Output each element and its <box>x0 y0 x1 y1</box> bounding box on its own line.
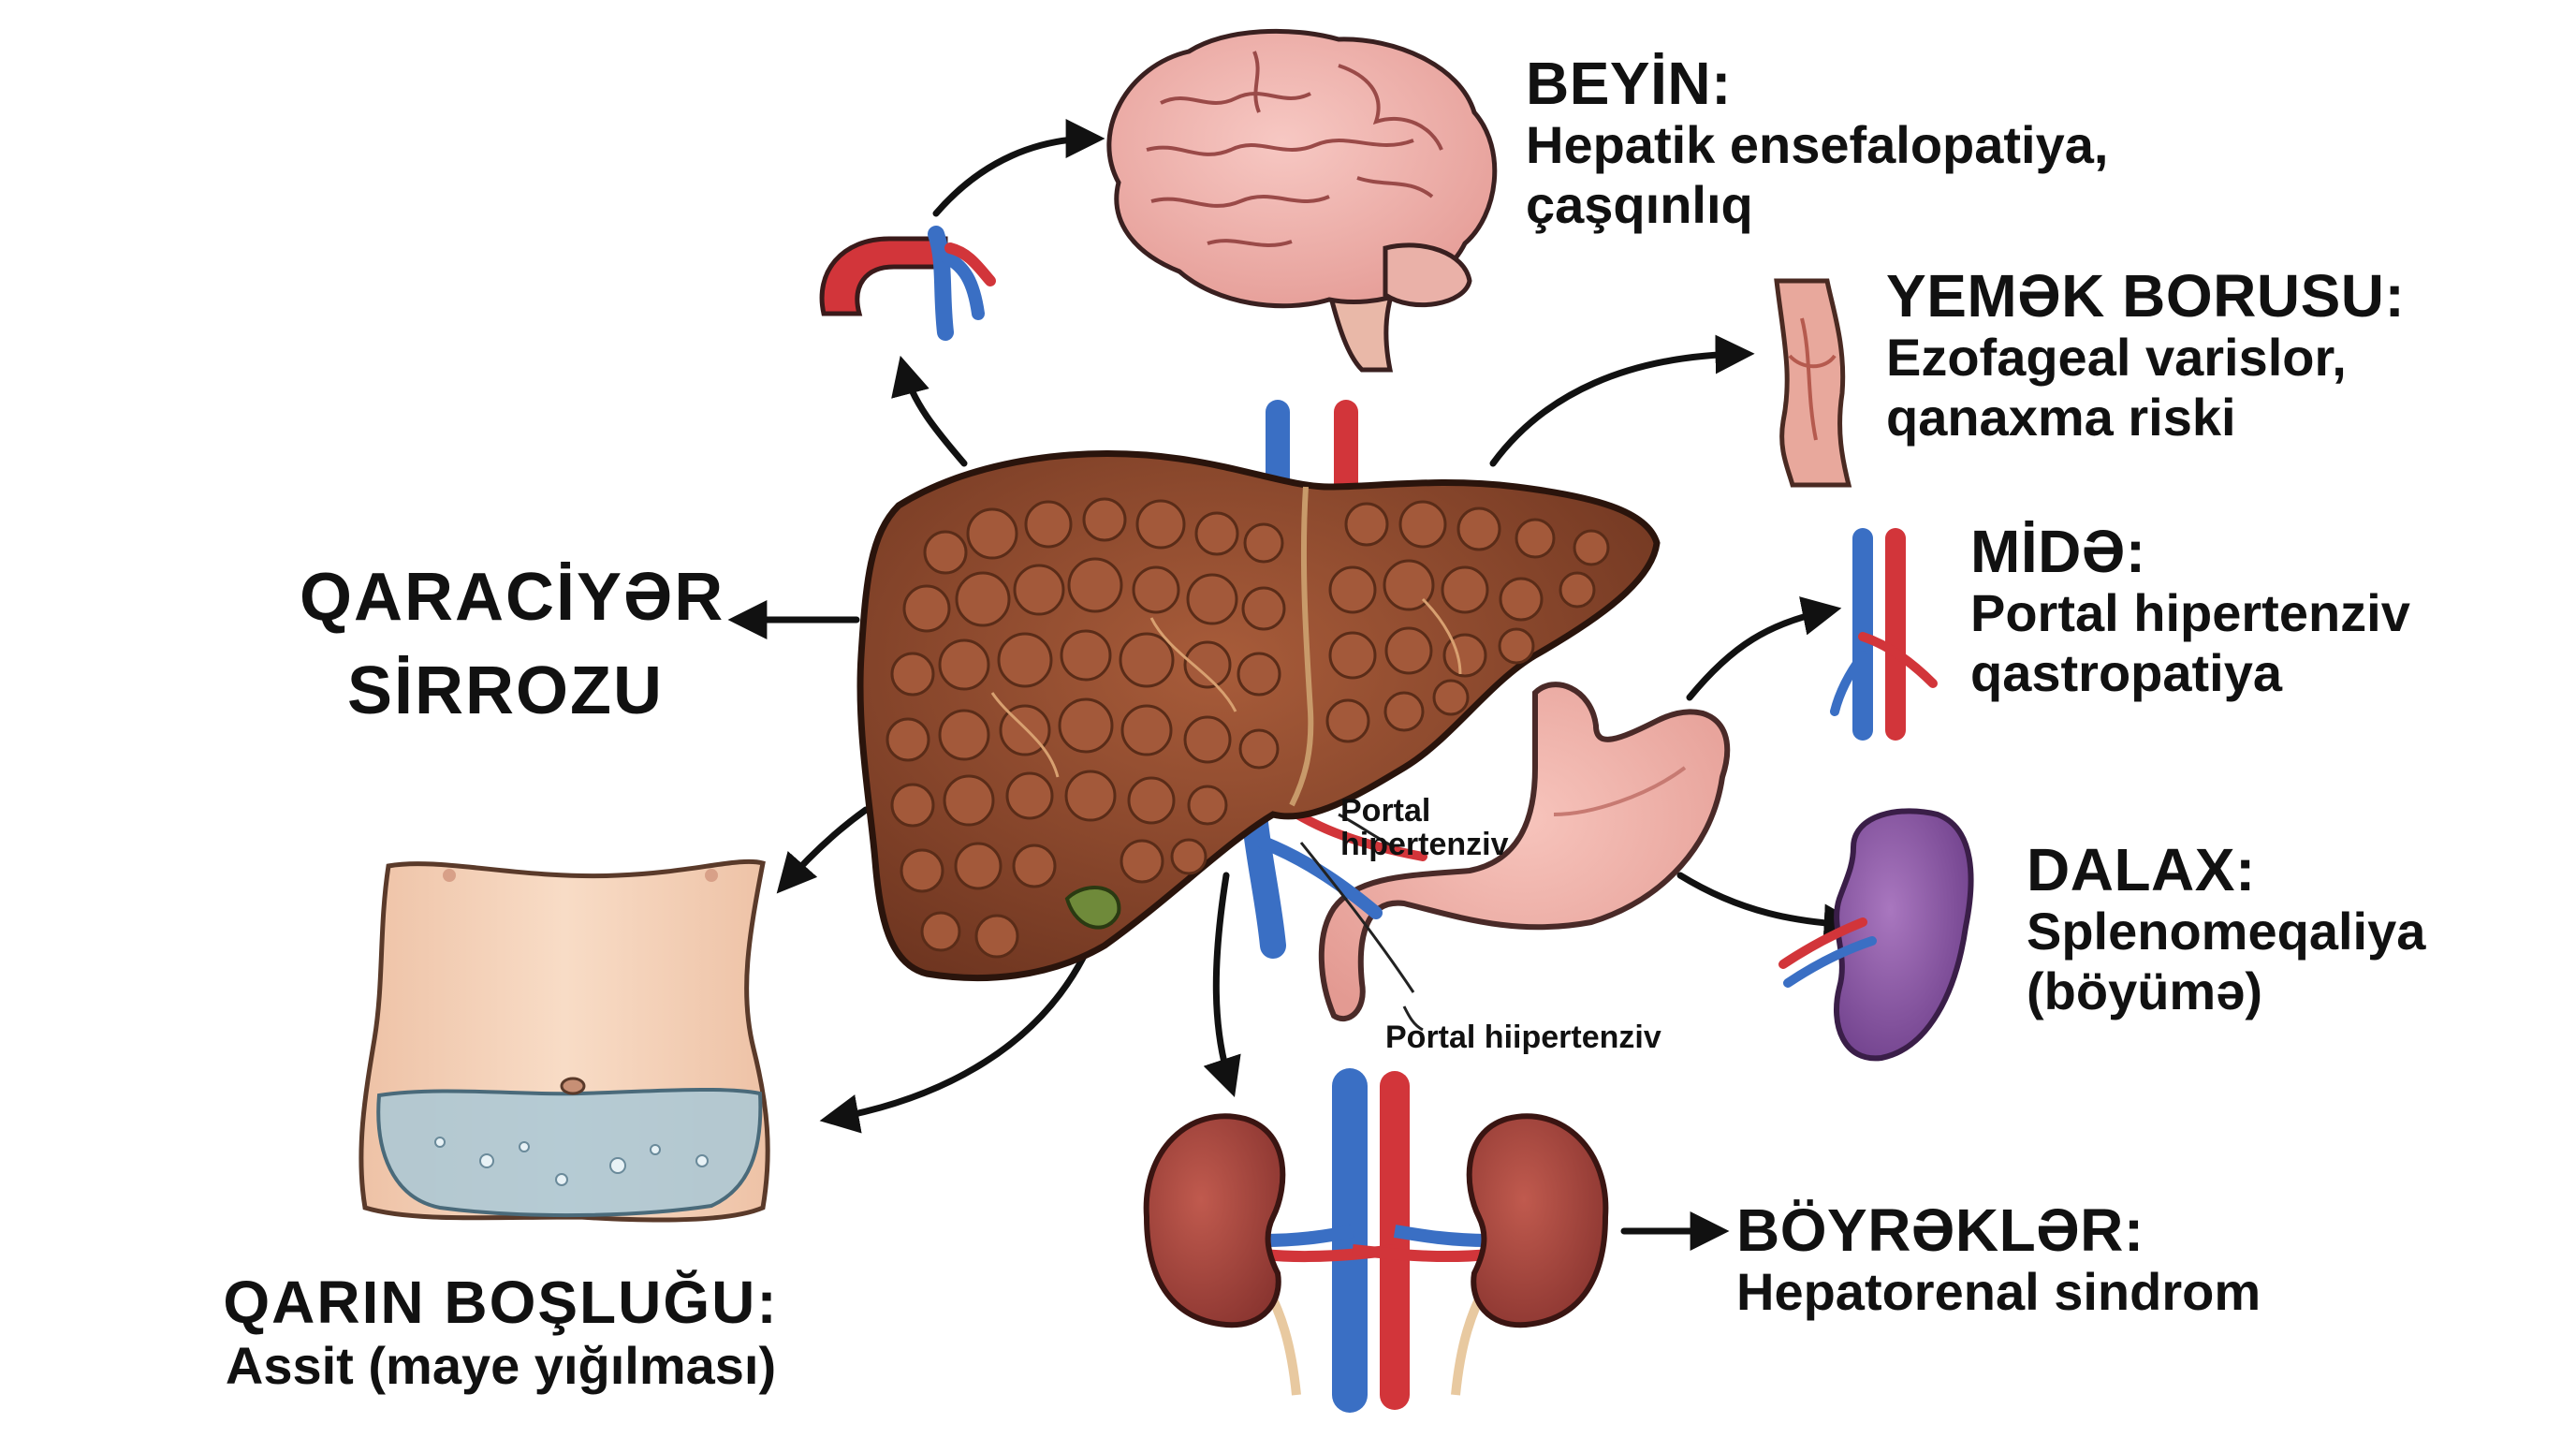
spleen-label: DALAX: Splenomeqaliya (böyümə) <box>2027 838 2425 1021</box>
portal-annotation-upper-1: Portal <box>1340 793 1431 829</box>
spleen-title: DALAX: <box>2027 836 2256 903</box>
esophagus-title: YEMƏK BORUSU: <box>1886 262 2406 330</box>
portal-annotation-lower: Portal hiipertenziv <box>1385 1020 1661 1055</box>
kidneys-title: BÖYRƏKLƏR: <box>1736 1196 2144 1264</box>
liver-icon <box>856 449 1661 982</box>
abdomen-label: QARIN BOŞLUĞU: Assit (maye yığılması) <box>183 1269 819 1396</box>
esophagus-label: YEMƏK BORUSU: Ezofageal varislor, qanaxm… <box>1886 264 2405 448</box>
portal-annotation-upper: Portal hipertenziv <box>1340 794 1508 861</box>
spleen-icon <box>1778 808 1974 1062</box>
brain-icon <box>1106 28 1498 373</box>
arrow-to-brain <box>932 119 1105 217</box>
center-title: QARACİYƏR SİRROZU <box>300 550 725 738</box>
portal-annotation-upper-2: hipertenziv <box>1340 827 1509 862</box>
connector-arrows <box>727 119 1864 1251</box>
stomach-desc-2: qastropatiya <box>1970 643 2282 702</box>
brain-desc-2: çaşqınlıq <box>1526 175 1753 234</box>
blood-vessel-icon <box>819 226 996 341</box>
abdomen-title: QARIN BOŞLUĞU: <box>223 1269 779 1336</box>
brain-label: BEYİN: Hepatik ensefalopatiya, çaşqınlıq <box>1526 51 2108 235</box>
arrow-to-vessel <box>891 355 968 467</box>
stomach-label: MİDƏ: Portal hipertenziv qastropatiya <box>1970 520 2410 703</box>
annotation-leaders <box>1338 813 1424 1032</box>
spleen-desc-1: Splenomeqaliya <box>2027 902 2426 961</box>
arrow-to-stomach-label <box>1686 596 1842 701</box>
kidneys-icon <box>1143 1068 1609 1413</box>
esophagus-icon <box>1774 278 1852 488</box>
abdomen-desc-1: Assit (maye yığılması) <box>225 1336 777 1395</box>
kidneys-desc-1: Hepatorenal sindrom <box>1736 1262 2261 1321</box>
stomach-icon <box>1318 682 1731 1022</box>
esophagus-desc-1: Ezofageal varislor, <box>1886 328 2347 387</box>
brain-title: BEYİN: <box>1526 50 1732 117</box>
arrow-to-kidneys <box>1203 872 1241 1097</box>
center-title-line1: QARACİYƏR <box>300 560 725 635</box>
abdomen-icon <box>359 858 770 1223</box>
center-title-line2: SİRROZU <box>347 653 664 728</box>
esophagus-desc-2: qanaxma riski <box>1886 388 2236 447</box>
stomach-desc-1: Portal hipertenziv <box>1970 583 2410 642</box>
brain-desc-1: Hepatik ensefalopatiya, <box>1526 115 2109 174</box>
arrow-to-abdomen-bottom <box>819 928 1099 1134</box>
arrow-to-spleen <box>1676 872 1864 944</box>
kidneys-label: BÖYRƏKLƏR: Hepatorenal sindrom <box>1736 1198 2261 1322</box>
liver-vessels-icon <box>1266 400 1358 499</box>
arrow-to-esophagus <box>1489 334 1755 467</box>
arrow-to-abdomen-top <box>776 806 870 894</box>
stomach-title: MİDƏ: <box>1970 518 2146 585</box>
gastric-vessel-icon <box>1830 528 1938 741</box>
spleen-desc-2: (böyümə) <box>2027 961 2262 1020</box>
